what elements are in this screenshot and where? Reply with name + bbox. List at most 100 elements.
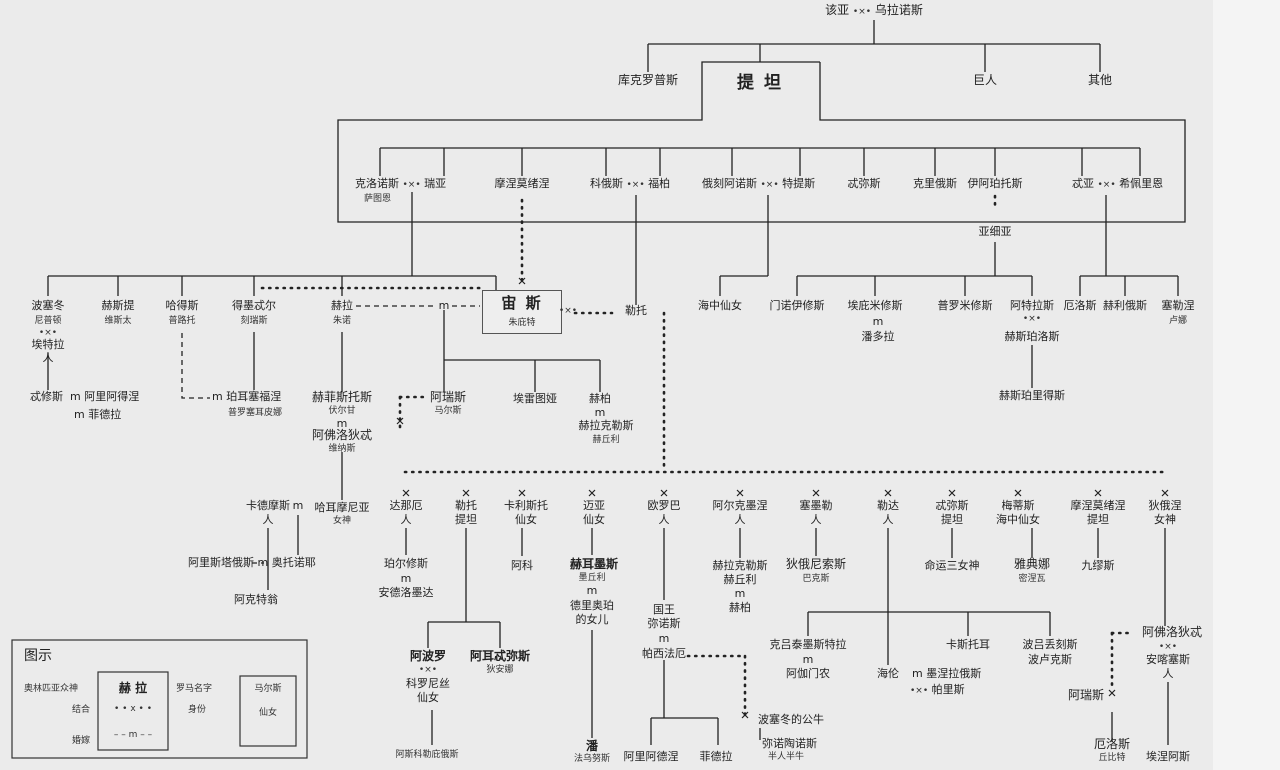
zeus-consort-name: 卡利斯托 xyxy=(504,499,548,512)
zeus-consort-name: 迈亚 xyxy=(583,499,605,512)
minotaur: 弥诺陶诺斯 xyxy=(762,737,817,750)
cronus-rhea: 克洛诺斯 •×• 瑞亚 xyxy=(355,177,446,191)
ares: 阿瑞斯 xyxy=(429,390,467,404)
coronis-type: 仙女 xyxy=(417,691,439,704)
atlas: 阿特拉斯 xyxy=(1010,299,1054,312)
eros-roman: 丘比特 xyxy=(1098,753,1126,763)
apollo: 阿波罗 xyxy=(409,649,447,663)
hera-zeus-marriage: m xyxy=(438,299,450,312)
persephone: 珀耳塞福涅 xyxy=(226,390,282,403)
zeus-consort-name: 梅蒂斯 xyxy=(1001,499,1035,512)
union-mark: •×• xyxy=(558,306,578,316)
phaedra-line: m 菲德拉 xyxy=(74,408,121,422)
heracles: 赫拉克勒斯 xyxy=(578,419,634,432)
pandora: 潘多拉 xyxy=(861,330,895,343)
oceanus: 俄刻阿诺斯 xyxy=(702,177,757,190)
legend-title: 图示 xyxy=(24,648,52,664)
marriage-mark: m xyxy=(257,556,269,569)
aethra: 埃特拉 xyxy=(31,338,65,351)
legend-marriage-mark: – – m – – xyxy=(113,730,153,740)
union-mark: •×• xyxy=(1022,314,1042,324)
dionysus-roman: 巴克斯 xyxy=(802,574,830,584)
zeus-consort-type: 女神 xyxy=(1154,513,1176,526)
eos: 厄洛斯 xyxy=(1063,299,1097,312)
artemis: 阿耳忒弥斯 xyxy=(469,649,531,663)
dryope-desc: 的女儿 xyxy=(575,613,609,626)
marriage-mark: m xyxy=(212,390,223,403)
sea-nymphs: 海中仙女 xyxy=(698,299,742,312)
theseus: 忒修斯 xyxy=(30,390,63,403)
hades: 哈得斯 xyxy=(165,299,199,312)
hermes-roman: 墨丘利 xyxy=(578,573,606,583)
persephone-line: m 珀耳塞福涅 xyxy=(212,390,282,404)
marriage-mark: m xyxy=(586,584,598,597)
phaedra: 菲德拉 xyxy=(699,750,733,763)
hephaestus-roman: 伏尔甘 xyxy=(328,406,356,416)
zeus-consort-name: 达那厄 xyxy=(389,499,423,512)
harmonia: 哈耳摩尼亚 xyxy=(314,501,370,514)
union-mark: •×• xyxy=(626,180,645,190)
zeus-consort-name: 摩涅莫绪涅 xyxy=(1070,499,1126,512)
top-couple: 该亚 •×• 乌拉诺斯 xyxy=(825,3,923,18)
union-mark: •×• xyxy=(1097,180,1116,190)
helios: 赫利俄斯 xyxy=(1103,299,1147,312)
hephaestus: 赫菲斯托斯 xyxy=(311,390,373,404)
oceanus-tethys: 俄刻阿诺斯 •×• 特提斯 xyxy=(702,177,815,191)
hermes: 赫耳墨斯 xyxy=(569,557,619,571)
zeus-consort-name: 勒达 xyxy=(877,499,899,512)
artemis-roman: 狄安娜 xyxy=(486,665,514,675)
poseidon: 波塞冬 xyxy=(31,299,65,312)
aphrodite: 阿佛洛狄忒 xyxy=(311,428,373,442)
hades-roman: 普路托 xyxy=(168,316,196,326)
prometheus: 普罗米修斯 xyxy=(937,299,993,312)
paris: 帕里斯 xyxy=(931,683,965,696)
cyclopes: 库克罗普斯 xyxy=(617,73,679,87)
pan-roman: 法乌努斯 xyxy=(573,754,611,764)
union-mark: •×• xyxy=(418,665,438,675)
menelaus: 墨涅拉俄斯 xyxy=(926,667,982,680)
mnemosyne: 摩涅莫绪涅 xyxy=(494,177,550,190)
union-mark: •×• xyxy=(402,180,421,190)
zeus-consort-type: 提坦 xyxy=(1087,513,1109,526)
legend-identity: 身份 xyxy=(188,705,207,715)
zeus-box: 宙 斯 朱庇特 xyxy=(482,290,562,334)
athena-roman: 密涅瓦 xyxy=(1018,574,1046,584)
legend-example2-name: 马尔斯 xyxy=(254,684,282,694)
poseidon-bull: 波塞冬的公牛 xyxy=(758,713,824,726)
marriage-mark: m xyxy=(594,406,606,419)
titans-heading: 提 坦 xyxy=(737,73,783,93)
heracles-roman: 赫丘利 xyxy=(592,435,620,445)
hebe-2: 赫柏 xyxy=(729,601,751,614)
andromeda: 安德洛墨达 xyxy=(378,586,434,599)
thea: 忒亚 xyxy=(1072,177,1094,190)
cadmus-type: 人 xyxy=(262,513,274,526)
union-mark: •×• xyxy=(38,328,58,338)
zeus-consort-name: 勒托 xyxy=(455,499,477,512)
union-mark: •×• xyxy=(910,686,929,696)
heracles-2-roman: 赫丘利 xyxy=(723,573,757,586)
menoetius: 门诺伊修斯 xyxy=(769,299,825,312)
epimetheus: 埃庇米修斯 xyxy=(847,299,903,312)
king-label: 国王 xyxy=(653,603,675,616)
zeus-consort-name: 狄俄涅 xyxy=(1148,499,1182,512)
union-mark: •×• xyxy=(852,7,872,17)
marriage-mark: m xyxy=(70,390,81,403)
castor: 卡斯托耳 xyxy=(946,638,990,651)
demeter-roman: 刻瑞斯 xyxy=(240,316,268,326)
asia: 亚细亚 xyxy=(978,225,1012,238)
marriage-mark: m xyxy=(802,653,814,666)
asclepius: 阿斯科勒庇俄斯 xyxy=(395,750,459,760)
ares-2: 阿瑞斯 xyxy=(1067,688,1105,702)
pollux: 波卢克斯 xyxy=(1028,653,1072,666)
demeter: 得墨忒尔 xyxy=(232,299,276,312)
leto: 勒托 xyxy=(625,304,647,317)
aphrodite-roman: 维纳斯 xyxy=(328,444,356,454)
pasiphae: 帕西法厄 xyxy=(642,647,686,660)
aeneas: 埃涅阿斯 xyxy=(1146,750,1190,763)
aethra-type: 人 xyxy=(42,351,54,364)
hesperides: 赫斯珀里得斯 xyxy=(999,389,1065,402)
others: 其他 xyxy=(1087,73,1113,87)
aphrodite-2: 阿佛洛狄忒 xyxy=(1141,625,1203,639)
zeus-consort-type: 仙女 xyxy=(515,513,537,526)
